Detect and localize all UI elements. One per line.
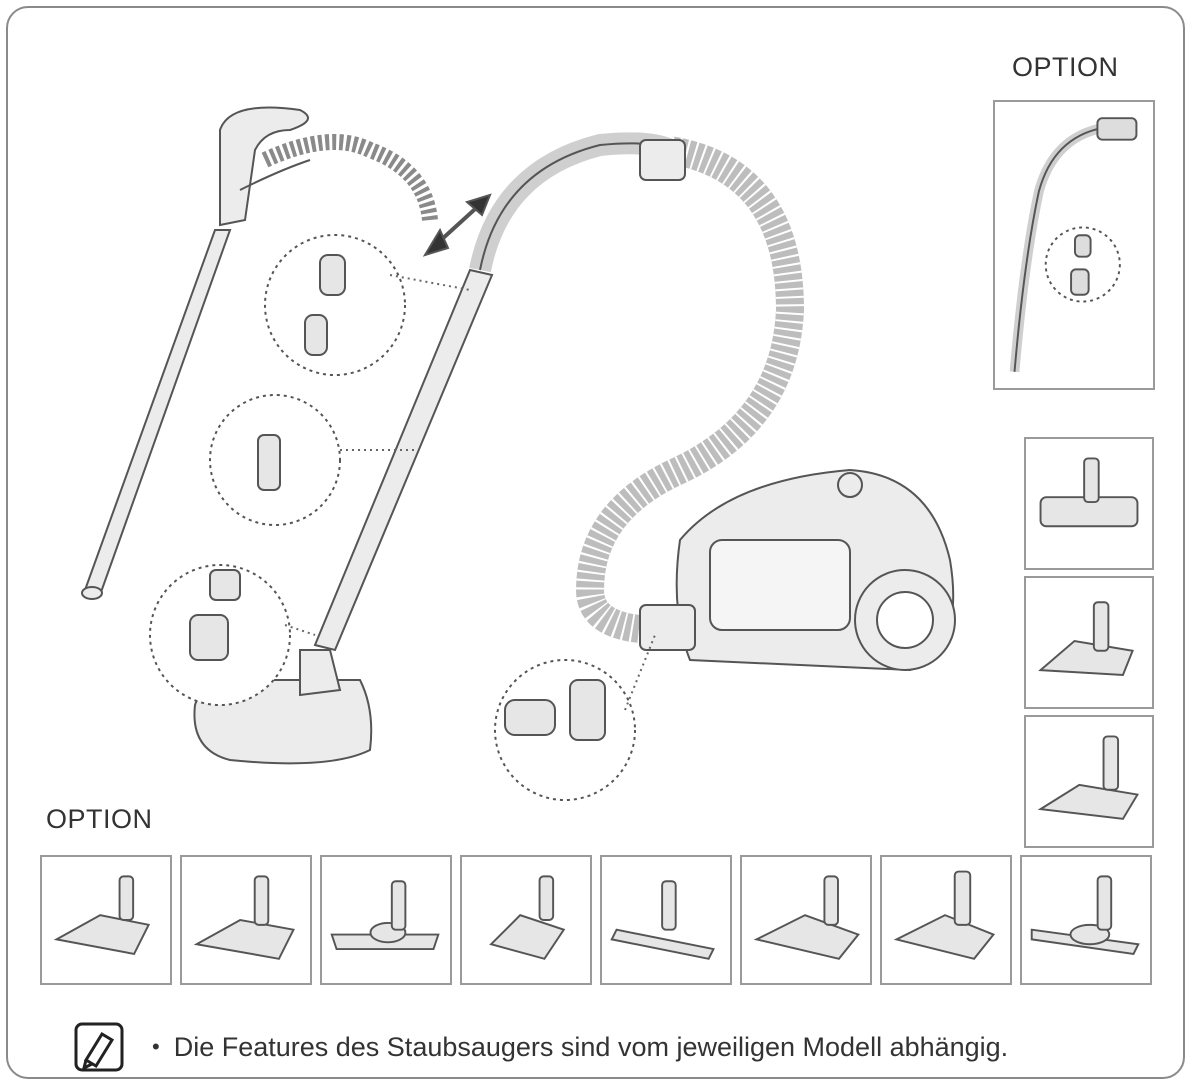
note-text: Die Features des Staubsaugers sind vom j… <box>173 1031 1009 1062</box>
detail-circle-tube-join <box>264 234 406 376</box>
note-bullet: • <box>152 1034 160 1059</box>
option-handle-box <box>993 100 1155 390</box>
telescopic-tube-main <box>313 268 494 652</box>
option-nozzle-bottom-7 <box>880 855 1012 985</box>
option-label-bottom: OPTION <box>46 804 153 834</box>
option-nozzle-bottom-6 <box>740 855 872 985</box>
hose-handle-left <box>219 106 309 227</box>
curved-handle-option <box>1009 117 1138 373</box>
option-nozzle-right-3 <box>1024 715 1154 848</box>
option-nozzle-right-1 <box>1024 437 1154 570</box>
option-nozzle-bottom-4 <box>460 855 592 985</box>
vacuum-assembly-illustration <box>81 106 956 801</box>
option-nozzle-right-2 <box>1024 576 1154 709</box>
option-label-top: OPTION <box>1012 52 1119 82</box>
telescopic-tube-left <box>83 229 232 597</box>
option-nozzle-bottom-5 <box>600 855 732 985</box>
note-pen-icon <box>74 1022 124 1072</box>
note-line: • Die Features des Staubsaugers sind vom… <box>72 1020 1008 1074</box>
option-nozzle-bottom-1 <box>40 855 172 985</box>
option-nozzle-bottom-3 <box>320 855 452 985</box>
option-nozzle-bottom-8 <box>1020 855 1152 985</box>
option-nozzle-bottom-2 <box>180 855 312 985</box>
